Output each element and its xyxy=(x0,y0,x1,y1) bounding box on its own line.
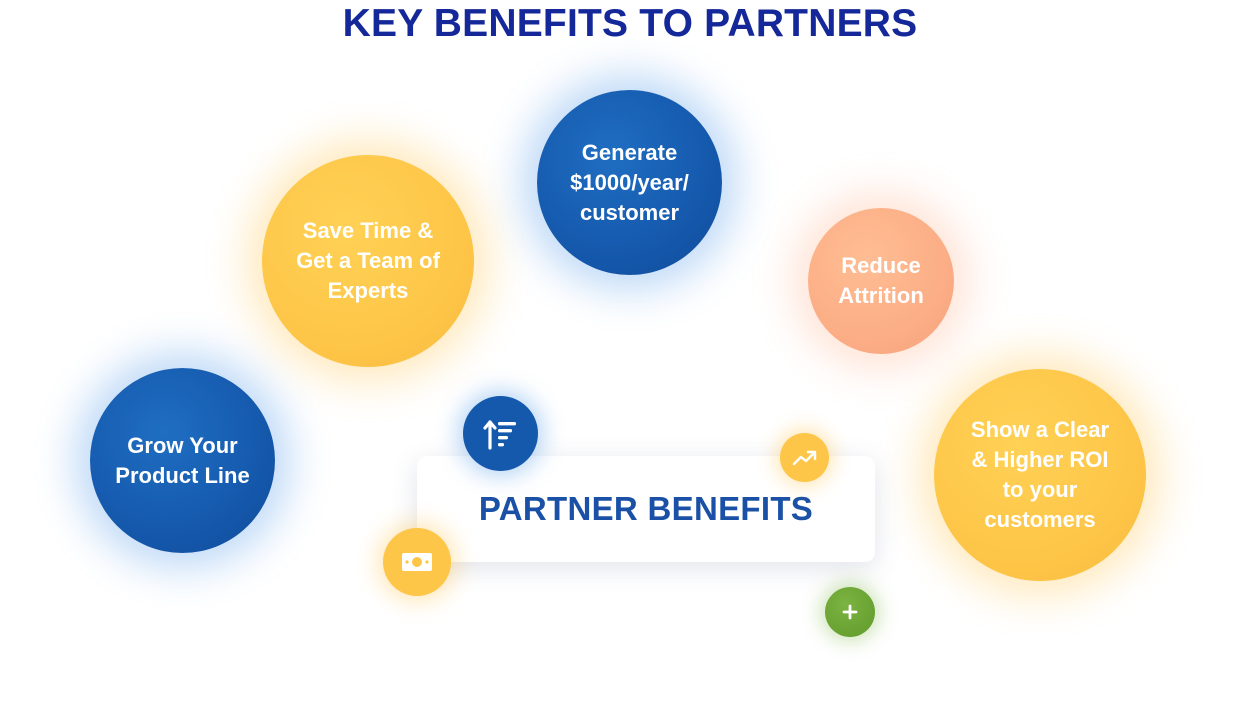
benefit-save-time: Save Time & Get a Team of Experts xyxy=(262,155,474,367)
benefit-label: Reduce Attrition xyxy=(838,253,924,308)
benefit-label: Save Time & Get a Team of Experts xyxy=(296,218,440,303)
trending-up-icon xyxy=(780,433,829,482)
benefit-label: Generate $1000/year/ customer xyxy=(570,139,689,225)
benefit-label: Grow Your Product Line xyxy=(115,432,250,488)
page-title: KEY BENEFITS TO PARTNERS xyxy=(342,2,918,45)
center-title: PARTNER BENEFITS xyxy=(478,490,814,527)
plus-icon xyxy=(825,587,875,637)
benefit-show-roi: Show a Clear & Higher ROI to your custom… xyxy=(934,369,1146,581)
benefit-generate-revenue: Generate $1000/year/ customer xyxy=(537,90,722,275)
sort-icon xyxy=(463,396,538,471)
benefit-label: Show a Clear & Higher ROI to your custom… xyxy=(970,417,1110,532)
benefit-grow-product-line: Grow Your Product Line xyxy=(90,368,275,553)
money-icon xyxy=(383,528,451,596)
benefit-reduce-attrition: Reduce Attrition xyxy=(808,208,954,354)
